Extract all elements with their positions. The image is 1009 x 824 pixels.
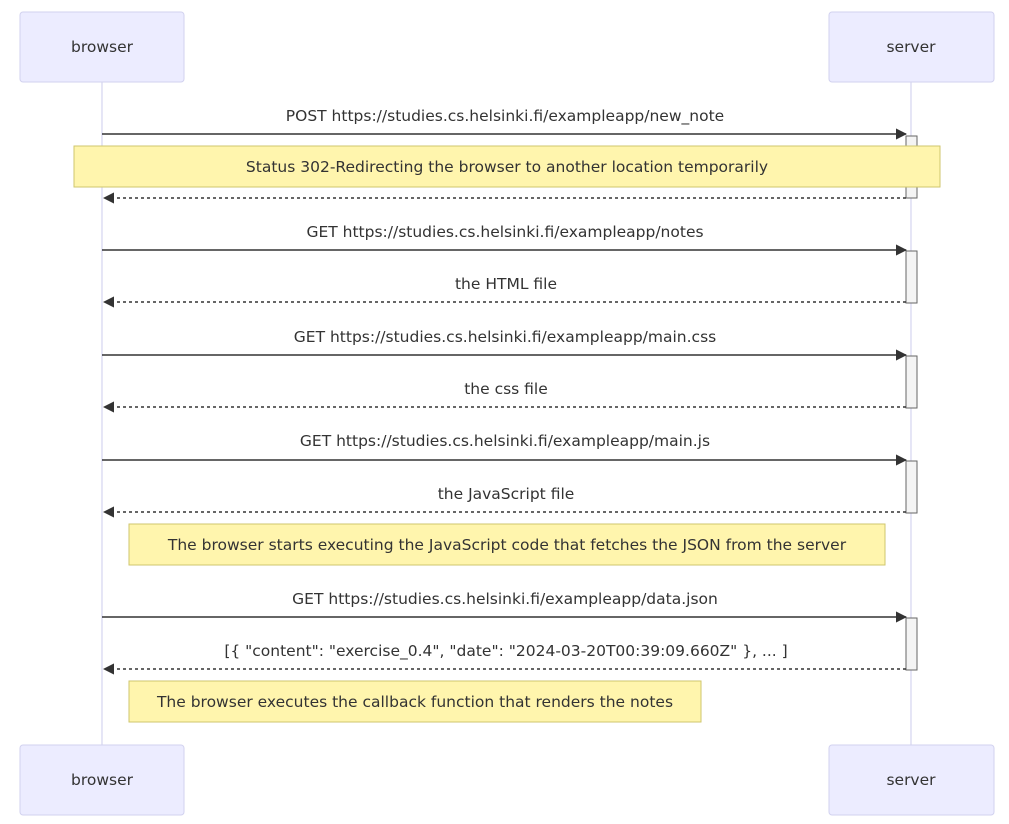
actor-browser-top-label: browser xyxy=(71,38,134,56)
message-label-get-data-json: GET https://studies.cs.helsinki.fi/examp… xyxy=(292,590,718,608)
actor-server-bottom-label: server xyxy=(886,771,936,789)
note-status-302-text: Status 302-Redirecting the browser to an… xyxy=(246,158,768,176)
actor-browser-bottom-label: browser xyxy=(71,771,134,789)
message-label-get-main-css: GET https://studies.cs.helsinki.fi/examp… xyxy=(294,328,716,346)
actor-server-top: server xyxy=(828,11,995,83)
message-label-get-main-js: GET https://studies.cs.helsinki.fi/examp… xyxy=(300,432,710,450)
server-activation-5 xyxy=(905,617,918,671)
note-callback-renders-notes: The browser executes the callback functi… xyxy=(128,680,702,723)
server-activation-2 xyxy=(905,250,918,304)
actor-browser-top: browser xyxy=(19,11,185,83)
message-label-json-data: [{ "content": "exercise_0.4", "date": "2… xyxy=(224,642,787,661)
server-activation-3 xyxy=(905,355,918,409)
actor-server-bottom: server xyxy=(828,744,995,816)
actor-browser-bottom: browser xyxy=(19,744,185,816)
message-label-css-file: the css file xyxy=(464,380,548,398)
actor-server-top-label: server xyxy=(886,38,936,56)
message-label-get-notes: GET https://studies.cs.helsinki.fi/examp… xyxy=(306,223,703,241)
note-executing-javascript-text: The browser starts executing the JavaScr… xyxy=(167,536,847,554)
server-activation-4 xyxy=(905,460,918,514)
message-label-html-file: the HTML file xyxy=(455,275,557,293)
message-label-post-new-note: POST https://studies.cs.helsinki.fi/exam… xyxy=(286,107,724,126)
note-status-302: Status 302-Redirecting the browser to an… xyxy=(73,145,941,188)
note-callback-renders-notes-text: The browser executes the callback functi… xyxy=(156,693,673,711)
note-executing-javascript: The browser starts executing the JavaScr… xyxy=(128,523,886,566)
message-label-javascript-file: the JavaScript file xyxy=(438,485,575,503)
